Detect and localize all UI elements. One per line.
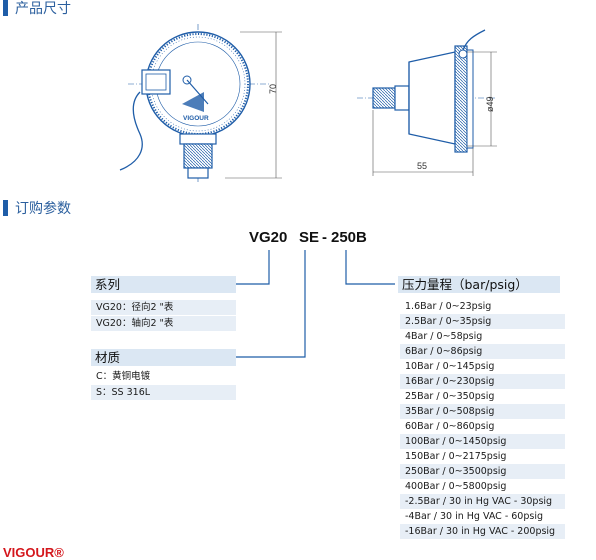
list-item: 60Bar / 0~860psig — [405, 421, 495, 432]
brand-logo: VIGOUR® — [3, 545, 64, 560]
list-item: 2.5Bar / 0~35psig — [400, 314, 565, 329]
list-item: VG20：径向2 "表 — [91, 300, 236, 315]
pressure-list: 1.6Bar / 0~23psig 2.5Bar / 0~35psig 4Bar… — [400, 299, 565, 539]
list-item: 4Bar / 0~58psig — [405, 331, 483, 342]
list-item: -16Bar / 30 in Hg VAC - 200psig — [400, 524, 565, 539]
gauge-brand-label: VIGOUR — [183, 115, 209, 122]
list-item: 35Bar / 0~508psig — [400, 404, 565, 419]
list-item: 400Bar / 0~5800psig — [405, 481, 507, 492]
list-item: 10Bar / 0~145psig — [405, 361, 495, 372]
section-marker — [3, 0, 8, 16]
gauge-side-view — [357, 29, 497, 176]
order-code-material: SE — [299, 229, 320, 246]
series-heading: 系列 — [91, 276, 236, 293]
list-item: C：黄铜电镀 — [96, 371, 151, 382]
list-item: VG20：轴向2 "表 — [91, 316, 236, 331]
section-title-ordering: 订购参数 — [15, 201, 71, 217]
list-item: -2.5Bar / 30 in Hg VAC - 30psig — [400, 494, 565, 509]
order-code-pressure: 250B — [331, 229, 367, 246]
gauge-front-view — [119, 24, 282, 182]
section-marker — [3, 200, 8, 216]
section-title-dimensions: 产品尺寸 — [15, 1, 71, 17]
list-item: 25Bar / 0~350psig — [405, 391, 495, 402]
dimension-length: 55 — [417, 161, 428, 171]
order-code-separator: - — [322, 229, 327, 246]
list-item: 250Bar / 0~3500psig — [400, 464, 565, 479]
list-item: 1.6Bar / 0~23psig — [405, 301, 492, 312]
list-item: 6Bar / 0~86psig — [400, 344, 565, 359]
list-item: -4Bar / 30 in Hg VAC - 60psig — [405, 511, 544, 522]
pressure-heading: 压力量程（bar/psig） — [398, 276, 560, 293]
list-item: S：SS 316L — [91, 385, 236, 400]
list-item: 100Bar / 0~1450psig — [400, 434, 565, 449]
material-heading: 材质 — [91, 349, 236, 366]
list-item: 16Bar / 0~230psig — [400, 374, 565, 389]
order-code-series: VG20 — [249, 229, 288, 246]
list-item: 150Bar / 0~2175psig — [405, 451, 507, 462]
